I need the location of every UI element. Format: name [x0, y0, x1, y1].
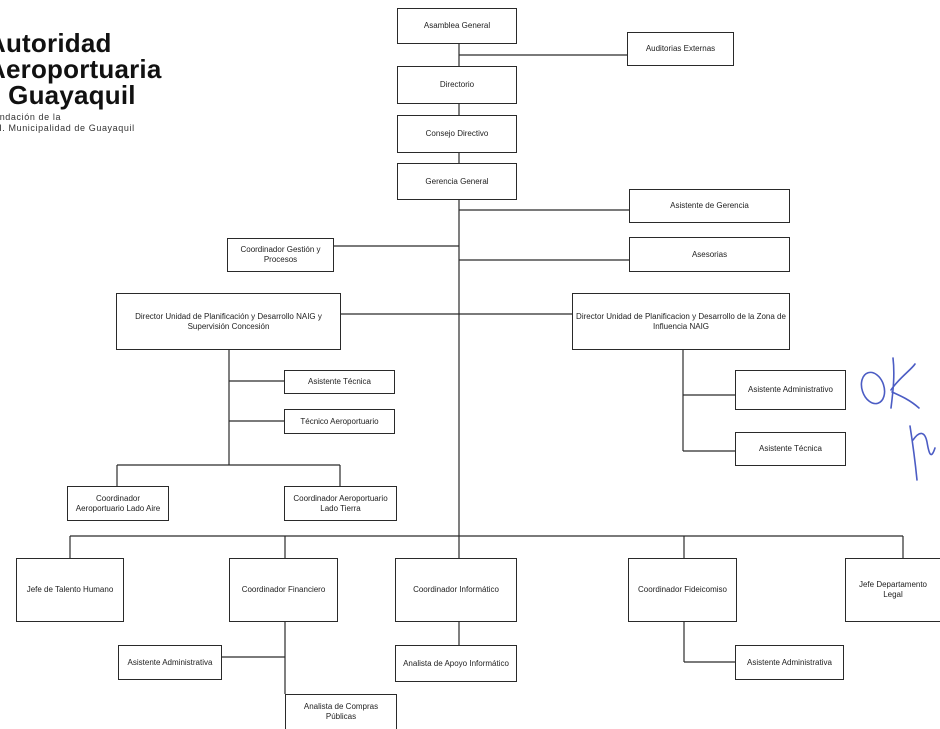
label-asistente-tecnica-1: Asistente Técnica [308, 377, 371, 386]
box-directorio[interactable]: Directorio [397, 66, 517, 104]
label-coordinador-informatico: Coordinador Informático [413, 585, 499, 594]
label-analista-compras-publicas: Analista de Compras Públicas [303, 702, 379, 721]
label-director-zona: Director Unidad de Planificacion y Desar… [576, 311, 786, 331]
logo-line-1: Autoridad [0, 28, 112, 58]
box-jefe-departamento-legal[interactable]: Jefe Departamento Legal [845, 558, 940, 622]
label-jefe-talento-humano: Jefe de Talento Humano [26, 585, 114, 594]
label-auditorias-externas: Auditorias Externas [645, 44, 716, 53]
label-coordinador-fideicomiso: Coordinador Fideicomiso [638, 585, 727, 594]
box-asistente-administrativo[interactable]: Asistente Administrativo [735, 370, 846, 410]
label-asistente-administrativa-fin: Asistente Administrativa [127, 657, 213, 667]
box-tecnico-aeroportuario[interactable]: Técnico Aeroportuario [284, 409, 395, 434]
box-coordinador-informatico[interactable]: Coordinador Informático [395, 558, 517, 622]
box-coordinador-gestion[interactable]: Coordinador Gestión y Procesos [227, 238, 334, 272]
box-jefe-talento-humano[interactable]: Jefe de Talento Humano [16, 558, 124, 622]
label-asistente-administrativa-fid: Asistente Administrativa [747, 657, 832, 667]
box-auditorias-externas[interactable]: Auditorias Externas [627, 32, 734, 66]
label-directorio: Directorio [439, 80, 475, 89]
box-coordinador-lado-aire[interactable]: Coordinador Aeroportuario Lado Aire [67, 486, 169, 521]
logo-subtitle: Fundación de la M.I. Municipalidad de Gu… [0, 112, 162, 135]
logo-line-3: de Guayaquil [0, 80, 136, 110]
box-coordinador-lado-tierra[interactable]: Coordinador Aeroportuario Lado Tierra [284, 486, 397, 521]
label-asistente-tecnica-2: Asistente Técnica [759, 444, 822, 453]
label-asistente-gerencia: Asistente de Gerencia [670, 201, 749, 210]
logo-subtitle-line-1: Fundación de la [0, 112, 62, 122]
box-gerencia-general[interactable]: Gerencia General [397, 163, 517, 200]
label-consejo-directivo: Consejo Directivo [425, 129, 489, 138]
box-asamblea-general[interactable]: Asamblea General [397, 8, 517, 44]
label-coordinador-financiero: Coordinador Financiero [241, 585, 326, 594]
box-asistente-tecnica-2[interactable]: Asistente Técnica [735, 432, 846, 466]
box-asistente-administrativa-fid[interactable]: Asistente Administrativa [735, 645, 844, 680]
logo-subtitle-line-2: M.I. Municipalidad de Guayaquil [0, 123, 135, 134]
box-director-zona[interactable]: Director Unidad de Planificacion y Desar… [572, 293, 790, 350]
label-coordinador-gestion: Coordinador Gestión y Procesos [240, 245, 321, 264]
box-asistente-gerencia[interactable]: Asistente de Gerencia [629, 189, 790, 223]
handwritten-signature [860, 357, 936, 481]
logo-line-2: Aeroportuaria [0, 54, 162, 84]
box-asistente-administrativa-fin[interactable]: Asistente Administrativa [118, 645, 222, 680]
label-director-naig: Director Unidad de Planificación y Desar… [135, 311, 322, 331]
box-director-naig[interactable]: Director Unidad de Planificación y Desar… [116, 293, 341, 350]
label-asesorias: Asesorias [691, 249, 728, 259]
label-asistente-administrativo: Asistente Administrativo [748, 385, 833, 394]
logo: Autoridad Aeroportuaria de Guayaquil Fun… [0, 30, 162, 135]
box-coordinador-financiero[interactable]: Coordinador Financiero [229, 558, 338, 622]
label-jefe-departamento-legal: Jefe Departamento Legal [858, 580, 928, 599]
box-asistente-tecnica-1[interactable]: Asistente Técnica [284, 370, 395, 394]
box-asesorias[interactable]: Asesorias [629, 237, 790, 272]
label-asamblea-general: Asamblea General [423, 21, 491, 30]
label-analista-apoyo-informatico: Analista de Apoyo Informático [403, 658, 509, 668]
label-coordinador-lado-aire: Coordinador Aeroportuario Lado Aire [75, 493, 161, 513]
box-coordinador-fideicomiso[interactable]: Coordinador Fideicomiso [628, 558, 737, 622]
box-consejo-directivo[interactable]: Consejo Directivo [397, 115, 517, 153]
label-tecnico-aeroportuario: Técnico Aeroportuario [300, 416, 379, 426]
label-gerencia-general: Gerencia General [425, 176, 489, 186]
box-analista-apoyo-informatico[interactable]: Analista de Apoyo Informático [395, 645, 517, 682]
box-analista-compras-publicas[interactable]: Analista de Compras Públicas [285, 694, 397, 729]
label-coordinador-lado-tierra: Coordinador Aeroportuario Lado Tierra [293, 493, 388, 513]
